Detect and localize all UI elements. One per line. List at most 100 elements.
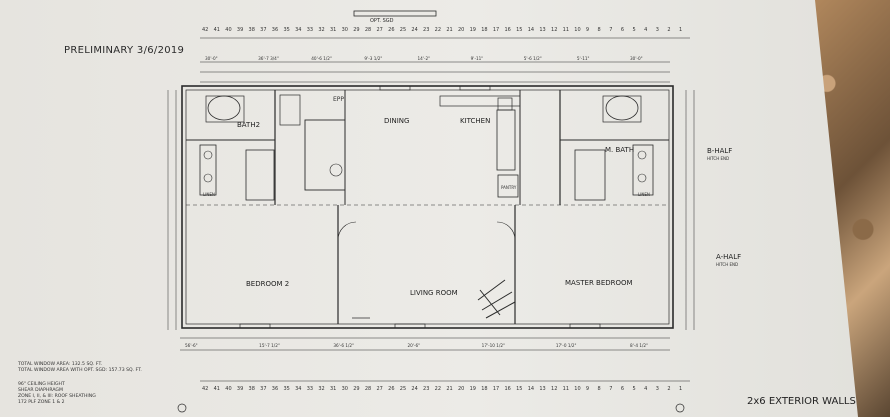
column-number: 35: [283, 386, 290, 392]
room-bedroom2: BEDROOM 2: [246, 280, 290, 288]
column-number: 36: [271, 27, 279, 33]
column-number: 15: [516, 27, 523, 33]
column-number: 26: [388, 27, 395, 33]
column-number: 34: [295, 386, 302, 392]
room-bath2: BATH2: [237, 121, 261, 129]
column-number: 32: [318, 27, 325, 33]
room-master-bath: M. BATH: [605, 146, 635, 154]
column-number: 21: [446, 386, 453, 392]
column-number: 8: [597, 27, 601, 33]
column-number: 24: [411, 386, 418, 392]
column-number: 20: [457, 386, 465, 392]
column-number: 20: [457, 27, 465, 33]
column-number: 23: [423, 27, 430, 33]
column-number: 18: [481, 27, 488, 33]
column-number: 14: [527, 386, 535, 392]
column-number: 31: [329, 27, 337, 33]
column-number: 37: [260, 27, 267, 33]
column-number: 42: [202, 386, 209, 392]
column-number: 38: [248, 27, 255, 33]
column-number: 37: [260, 386, 267, 392]
right-tub: [605, 95, 639, 121]
dimension-label: 5'-11": [576, 56, 590, 61]
exterior-walls-label: 2x6 EXTERIOR WALLS: [747, 396, 856, 407]
a-half-sub: HITCH END: [716, 262, 739, 267]
column-number: 7: [609, 386, 613, 392]
column-number: 3: [655, 386, 659, 392]
column-number: 19: [469, 386, 476, 392]
epp-label: EPP: [333, 96, 345, 103]
column-number: 13: [539, 386, 546, 392]
column-number: 7: [609, 27, 613, 33]
note-line: ZONE I, II, & III: ROOF SHEATHING: [18, 394, 96, 399]
column-number: 6: [620, 27, 625, 33]
column-number: 40: [225, 386, 232, 392]
column-number: 10: [574, 386, 581, 392]
column-number: 4: [644, 27, 648, 33]
pantry-box: [497, 174, 519, 198]
column-number: 29: [353, 386, 360, 392]
column-number: 12: [551, 27, 558, 33]
column-number: 27: [376, 27, 383, 33]
linen-left: LINEN: [203, 192, 215, 197]
column-number: 1: [679, 27, 683, 33]
dimension-label: 40'-6 1/2": [311, 56, 332, 61]
room-living: LIVING ROOM: [410, 289, 458, 297]
column-number: 33: [306, 27, 314, 33]
column-number: 28: [364, 27, 372, 33]
column-number: 9: [585, 386, 590, 392]
left-tub: [207, 95, 241, 121]
opt-sgd-marker: [353, 10, 437, 17]
column-number: 30: [341, 27, 348, 33]
note-line: TOTAL WINDOW AREA: 132.5 SQ. FT.: [18, 362, 103, 367]
column-number: 18: [481, 386, 488, 392]
column-number: 39: [236, 27, 244, 33]
column-number: 8: [597, 386, 601, 392]
column-number: 35: [283, 27, 290, 33]
column-number: 5: [632, 27, 636, 33]
column-number: 23: [423, 386, 430, 392]
column-number: 32: [318, 386, 325, 392]
column-number: 39: [236, 386, 244, 392]
dimension-label: 30'-0": [630, 56, 643, 61]
column-number: 42: [202, 27, 209, 33]
column-number: 36: [271, 386, 279, 392]
column-number: 2: [667, 27, 671, 33]
note-line: TOTAL WINDOW AREA WITH OPT. SGD: 157.73 …: [18, 368, 142, 373]
column-number: 28: [364, 386, 372, 392]
column-number: 17: [492, 27, 500, 33]
column-number: 3: [655, 27, 659, 33]
opt-sgd-label: OPT. SGD: [370, 18, 394, 24]
column-number: 29: [353, 27, 360, 33]
room-dining: DINING: [384, 117, 410, 125]
column-number: 34: [295, 27, 302, 33]
room-master-bedroom: MASTER BEDROOM: [565, 279, 633, 287]
column-number: 31: [329, 386, 337, 392]
room-kitchen: KITCHEN: [460, 117, 491, 125]
blueprint-sheet: [0, 0, 858, 417]
column-number: 41: [213, 386, 220, 392]
dimension-label: 17'-10 1/2": [481, 343, 505, 348]
dimension-label: 17'-0 1/2": [555, 343, 577, 348]
column-number: 24: [411, 27, 418, 33]
column-number: 30: [341, 386, 348, 392]
dimension-label: 5'-6 1/2": [523, 56, 542, 61]
column-number: 13: [539, 27, 546, 33]
dimension-label: 8'-4 1/2": [630, 343, 648, 348]
note-line: 172 PLF ZONE 1 & 2: [18, 400, 65, 405]
column-number: 9: [585, 27, 590, 33]
dimension-label: 56'-6": [185, 343, 198, 348]
column-number: 6: [620, 386, 625, 392]
column-number: 27: [376, 386, 383, 392]
column-number: 16: [504, 386, 511, 392]
note-line: 96" CEILING HEIGHT: [18, 382, 65, 387]
column-number: 33: [306, 386, 314, 392]
page-title: PRELIMINARY 3/6/2019: [64, 45, 185, 56]
column-number: 40: [225, 27, 232, 33]
b-half-label: B-HALF: [707, 147, 733, 155]
dimension-label: 36'-7 3/4": [258, 56, 279, 61]
column-number: 2: [667, 386, 671, 392]
column-number: 21: [446, 27, 453, 33]
column-number: 16: [504, 27, 511, 33]
